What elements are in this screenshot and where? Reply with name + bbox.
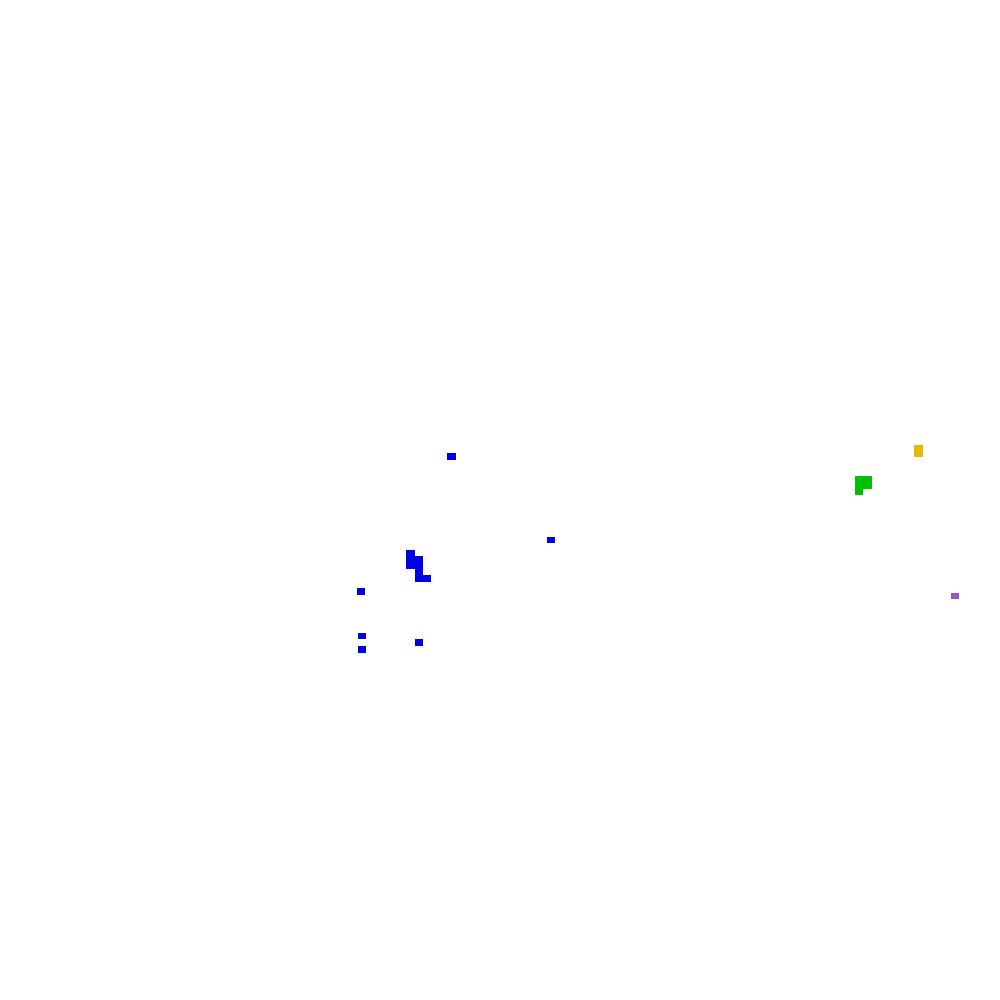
purple-pixel-block [951,593,959,599]
blue-pixel-block [447,453,456,460]
blue-pixel-block [406,550,415,557]
green-pixel-block [855,476,872,489]
blue-pixel-block [358,646,366,653]
blue-pixel-block [357,588,365,595]
blue-pixel-block [406,556,423,569]
green-pixel-block [855,488,863,495]
blue-pixel-block [415,575,431,582]
blue-pixel-block [415,568,423,575]
blue-pixel-block [415,639,423,646]
blue-pixel-block [358,633,366,639]
yellow-pixel-block [914,445,923,457]
blue-pixel-block [547,537,555,543]
